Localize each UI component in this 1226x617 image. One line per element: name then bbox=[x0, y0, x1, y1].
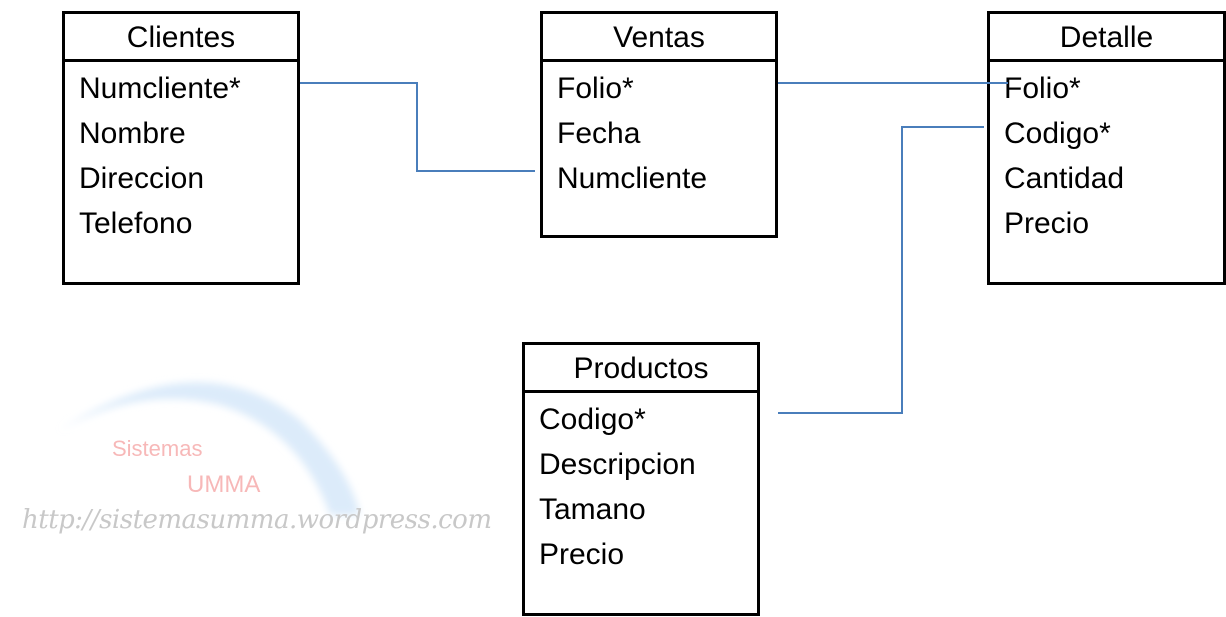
entity-title: Ventas bbox=[543, 14, 775, 62]
connector-detalle-productos[interactable] bbox=[778, 126, 984, 414]
field-telefono: Telefono bbox=[79, 207, 193, 240]
field-descripcion: Descripcion bbox=[539, 448, 696, 481]
field-codigo: Codigo* bbox=[1004, 117, 1111, 150]
entity-title: Productos bbox=[525, 345, 757, 393]
entity-productos[interactable]: Productos Codigo* Descripcion Tamano Pre… bbox=[522, 342, 760, 616]
field-cantidad: Cantidad bbox=[1004, 162, 1125, 195]
field-precio: Precio bbox=[1004, 207, 1090, 240]
entity-detalle[interactable]: Detalle Folio* Codigo* Cantidad Precio bbox=[987, 11, 1226, 285]
entity-title: Clientes bbox=[65, 14, 297, 62]
field-direccion: Direccion bbox=[79, 162, 205, 195]
field-fecha: Fecha bbox=[557, 117, 641, 150]
field-tamano: Tamano bbox=[539, 493, 646, 526]
field-precio: Precio bbox=[539, 538, 625, 571]
connector-clientes-ventas[interactable] bbox=[300, 82, 535, 172]
field-nombre: Nombre bbox=[79, 117, 186, 150]
entity-title: Detalle bbox=[990, 14, 1223, 62]
entity-clientes[interactable]: Clientes Numcliente* Nombre Direccion Te… bbox=[62, 11, 300, 285]
field-folio: Folio* bbox=[557, 72, 634, 105]
field-codigo: Codigo* bbox=[539, 403, 646, 436]
watermark-umma: UMMA bbox=[187, 471, 261, 498]
entity-ventas[interactable]: Ventas Folio* Fecha Numcliente bbox=[540, 11, 778, 238]
watermark-sistemas: Sistemas bbox=[112, 436, 203, 461]
watermark-url: http://sistemasumma.wordpress.com bbox=[22, 505, 492, 535]
field-numcliente: Numcliente bbox=[557, 162, 708, 195]
field-folio: Folio* bbox=[1004, 72, 1081, 105]
field-numcliente: Numcliente* bbox=[79, 72, 241, 105]
